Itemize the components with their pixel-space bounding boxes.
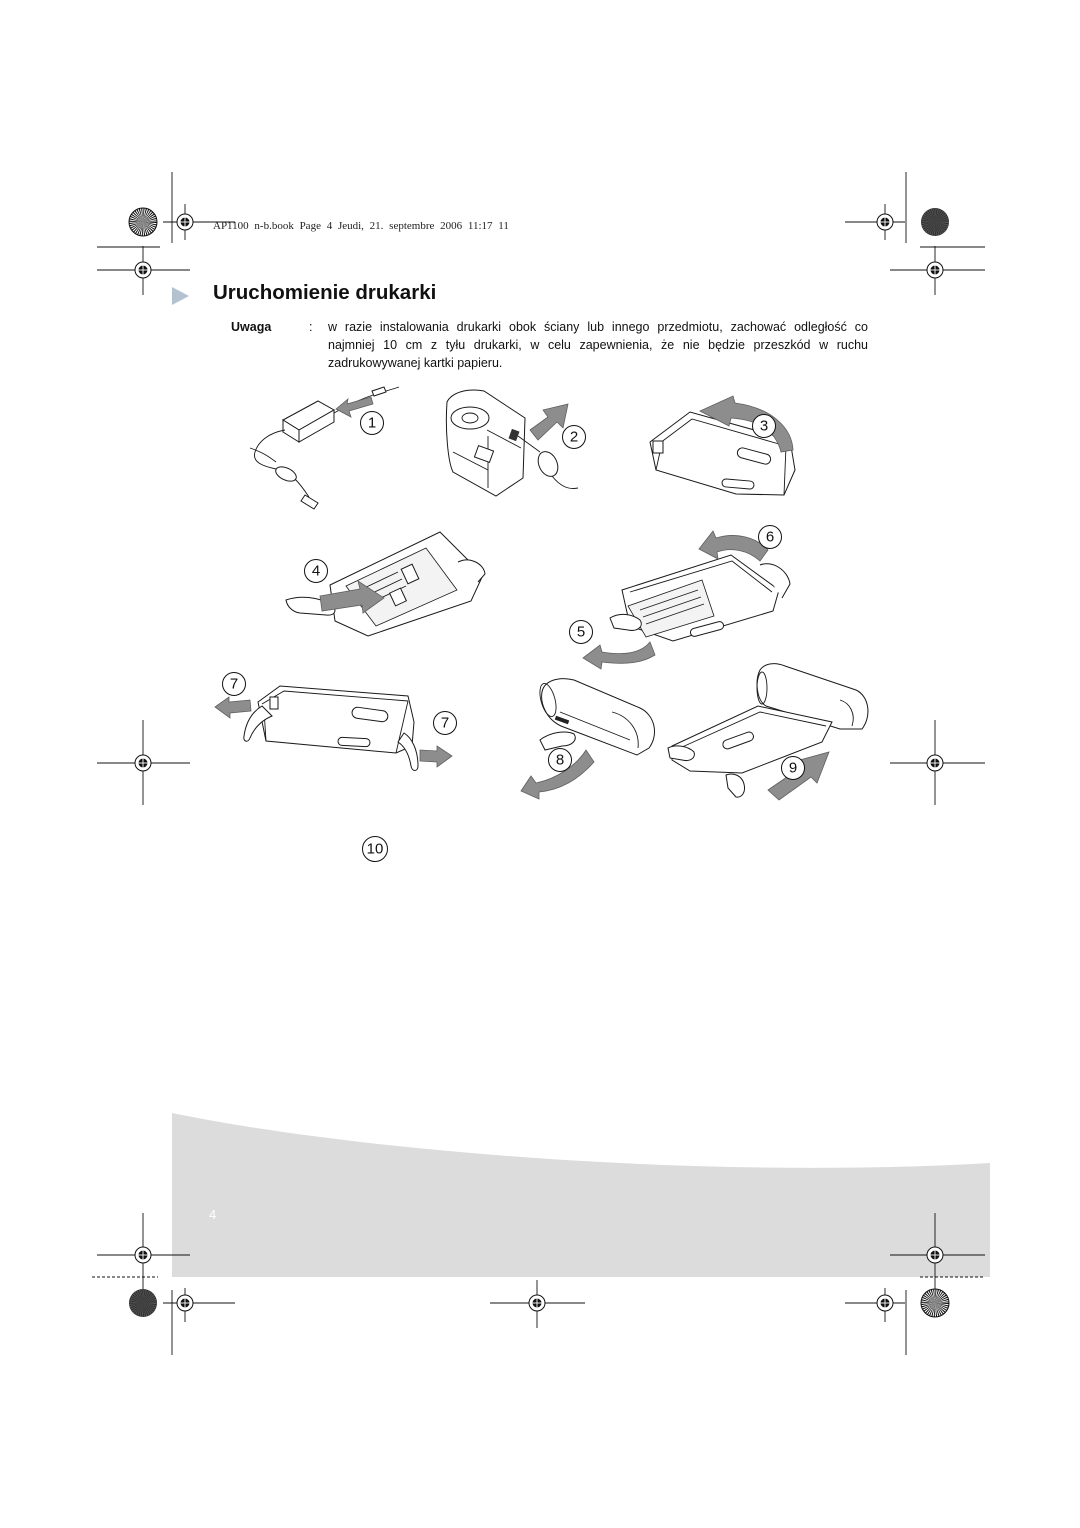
paper-insertion-illustration [582,530,791,670]
footer-band [172,1113,990,1277]
note-line: najmniej 10 cm z tyłu drukarki, w celu z… [328,338,868,352]
step-number-badge: 5 [569,620,593,644]
step-number-badge: 2 [562,425,586,449]
step-number: 8 [556,752,564,769]
direction-arrow [698,530,769,562]
registration-crosshair-mark [134,261,152,279]
step-number-badge: 4 [304,559,328,583]
registration-crosshair-mark [134,754,152,772]
direction-arrow [699,395,794,453]
step-number: 3 [760,418,768,435]
note-text: w razie instalowania drukarki obok ścian… [328,318,868,372]
registration-crosshair-mark [134,1246,152,1264]
registration-crosshair-mark [926,261,944,279]
step-number: 10 [367,841,384,858]
note-line: w razie instalowania drukarki obok ścian… [328,320,868,334]
step-number: 9 [789,760,797,777]
registration-crosshair-mark [176,1294,194,1312]
direction-arrow [214,696,252,719]
registration-crosshair-mark [876,213,894,231]
step-number-badge: 3 [752,414,776,438]
print-header-line: AP1100 n-b.book Page 4 Jeudi, 21. septem… [213,220,509,232]
printer-front-illustration [520,678,655,800]
tray-removal-illustration [214,685,453,771]
note-separator: : [309,320,313,334]
tray-cover-illustration [649,395,796,496]
step-number: 6 [766,529,774,546]
registration-crosshair-mark [528,1294,546,1312]
dark-registration-disc [921,208,949,236]
step-number-badge: 7 [222,672,246,696]
page-title: Uruchomienie drukarki [213,281,437,304]
sunburst-registration-mark [129,208,157,236]
printer-power-socket-illustration [445,389,579,497]
registration-crosshair-mark [176,213,194,231]
direction-arrow [335,396,374,418]
step-number-badge: 7 [433,711,457,735]
step-number-badge: 10 [362,836,388,862]
title-arrow-icon [172,287,189,305]
step-number: 1 [368,415,376,432]
dark-registration-disc [129,1289,157,1317]
printer-with-tray-illustration [667,663,869,801]
step-number: 7 [441,715,449,732]
step-number-badge: 1 [360,411,384,435]
registration-crosshair-mark [876,1294,894,1312]
paper-loading-illustration [285,531,486,637]
direction-arrow [319,580,385,614]
power-adapter-illustration [249,386,400,510]
step-number-badge: 9 [781,756,805,780]
step-number-badge: 8 [548,748,572,772]
step-number: 5 [577,624,585,641]
note-label: Uwaga [231,320,272,334]
sunburst-registration-mark [921,1289,949,1317]
direction-arrow [582,641,656,670]
page-number: 4 [209,1207,217,1222]
direction-arrow [419,745,453,768]
step-number-badge: 6 [758,525,782,549]
step-number: 7 [230,676,238,693]
registration-crosshair-mark [926,754,944,772]
step-number: 4 [312,563,320,580]
registration-crosshair-mark [926,1246,944,1264]
direction-arrow [529,403,569,441]
note-line: zadrukowywanej kartki papieru. [328,356,503,370]
step-number: 2 [570,429,578,446]
